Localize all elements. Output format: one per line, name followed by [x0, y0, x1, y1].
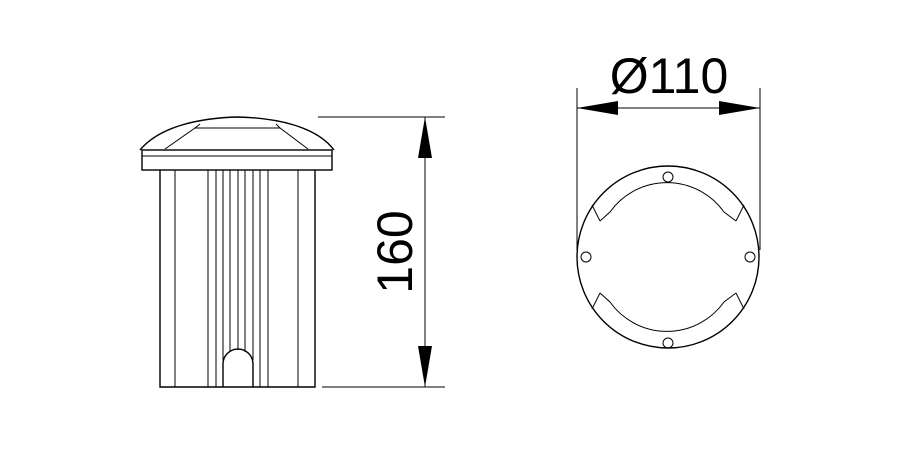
diameter-label: Ø110: [610, 48, 729, 104]
top-view: [576, 165, 760, 349]
dome-top-face: [164, 127, 309, 150]
side-view: [139, 116, 335, 388]
cable-notch: [222, 348, 254, 387]
height-dimension: 160: [318, 116, 445, 388]
inner-ring-top: [599, 182, 737, 222]
height-label: 160: [367, 210, 423, 293]
arrow-up: [418, 117, 432, 158]
dome-cap: [139, 116, 335, 151]
diameter-dimension: Ø110: [576, 48, 761, 250]
mounting-hole-bottom: [662, 337, 674, 349]
mounting-hole-top: [662, 171, 674, 183]
body-outline: [159, 170, 316, 388]
arrow-right: [719, 101, 760, 115]
mounting-hole-left: [580, 251, 592, 263]
arrow-left: [577, 101, 618, 115]
outer-ring: [576, 165, 760, 349]
arrow-down: [418, 346, 432, 387]
body-ribs: [174, 170, 299, 387]
inner-ring-bottom: [599, 292, 737, 332]
mounting-hole-right: [744, 251, 756, 263]
flange: [141, 149, 333, 171]
